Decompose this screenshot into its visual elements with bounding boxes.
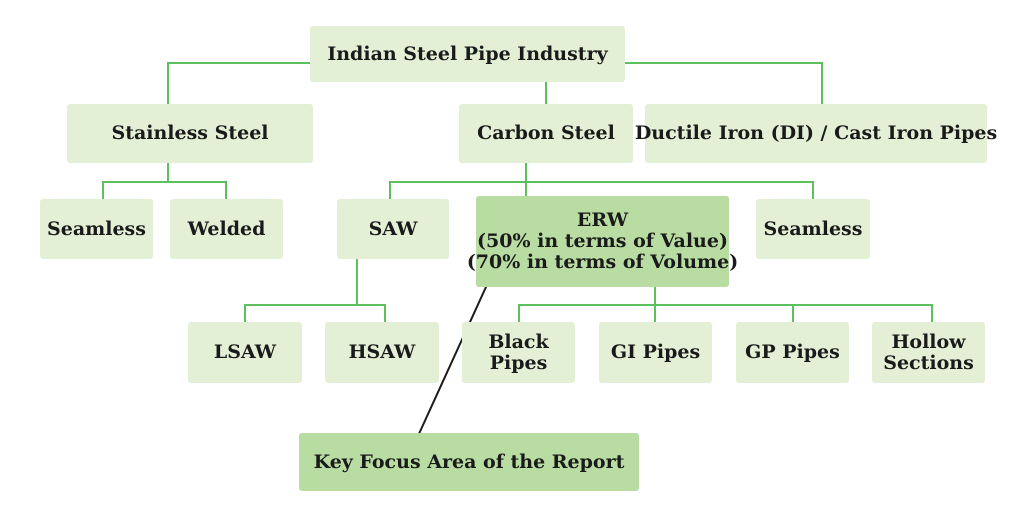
node-carbon-steel: Carbon Steel	[459, 104, 633, 163]
node-label: Welded	[187, 217, 266, 240]
node-label: Seamless	[47, 217, 146, 240]
node-label: Ductile Iron (DI) / Cast Iron Pipes	[634, 122, 998, 144]
node-gp-pipes: GP Pipes	[736, 322, 849, 383]
node-saw: SAW	[337, 199, 449, 259]
node-label: Seamless	[763, 217, 863, 240]
node-label: Carbon Steel	[477, 122, 615, 144]
connector-erw-children	[518, 304, 933, 322]
connector-saw-children	[244, 304, 386, 322]
node-erw: ERW (50% in terms of Value) (70% in term…	[467, 196, 738, 287]
node-welded: Welded	[170, 199, 283, 259]
node-label: Stainless Steel	[111, 122, 269, 144]
node-label-line-1: Black	[488, 330, 549, 353]
connector-stainless-children	[102, 181, 227, 199]
node-indian-steel-pipe-industry: Indian Steel Pipe Industry	[310, 26, 625, 82]
erw-title: ERW	[576, 209, 629, 231]
node-label: GP Pipes	[745, 341, 840, 363]
node-stainless-seamless: Seamless	[40, 199, 153, 259]
node-label-line-1: Hollow	[891, 330, 966, 353]
node-label: HSAW	[348, 341, 416, 363]
node-black-pipes: Black Pipes	[462, 322, 575, 383]
node-label: Indian Steel Pipe Industry	[327, 42, 608, 65]
callout-key-focus-area: Key Focus Area of the Report	[299, 433, 639, 491]
node-stainless-steel: Stainless Steel	[67, 104, 313, 163]
erw-volume-share: (70% in terms of Volume)	[466, 251, 739, 273]
node-carbon-seamless: Seamless	[756, 199, 870, 259]
node-ductile-iron-cast-iron-pipes: Ductile Iron (DI) / Cast Iron Pipes	[635, 104, 997, 163]
node-hsaw: HSAW	[325, 322, 439, 383]
callout-label: Key Focus Area of the Report	[313, 450, 625, 473]
callout-arrow	[417, 274, 493, 437]
node-gi-pipes: GI Pipes	[599, 322, 712, 383]
node-label: GI Pipes	[610, 341, 701, 363]
node-label-line-2: Sections	[883, 351, 974, 374]
connector-carbon-children	[389, 181, 814, 199]
node-lsaw: LSAW	[188, 322, 302, 383]
node-label-line-2: Pipes	[489, 351, 548, 374]
node-label: SAW	[368, 217, 418, 240]
node-hollow-sections: Hollow Sections	[872, 322, 985, 383]
node-label: LSAW	[213, 341, 277, 363]
erw-value-share: (50% in terms of Value)	[477, 230, 728, 252]
